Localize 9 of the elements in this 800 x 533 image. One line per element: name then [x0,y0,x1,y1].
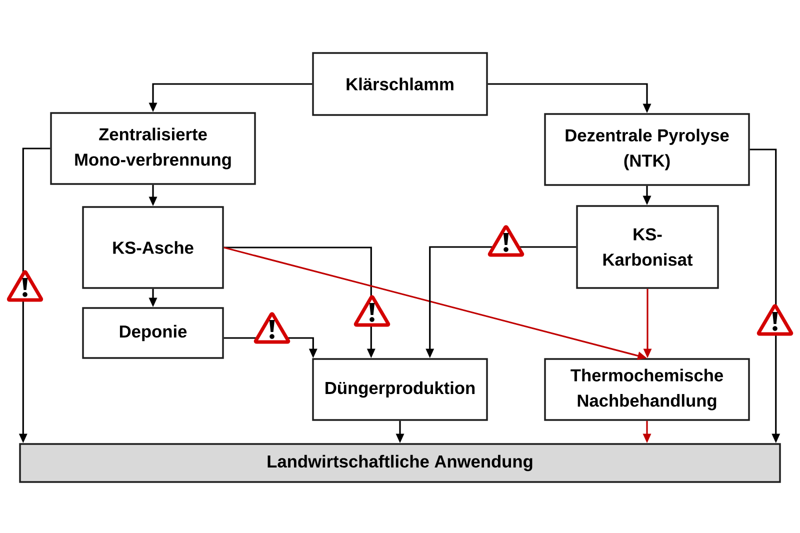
process-box: KS-Karbonisat [576,205,719,289]
process-box: Thermochemische Nachbehandlung [544,358,750,421]
output-band: Landwirtschaftliche Anwendung [19,443,781,483]
process-box: Dezentrale Pyrolyse (NTK) [544,113,750,186]
process-box: Zentralisierte Mono-verbrennung [50,112,256,185]
process-box: Düngerproduktion [312,358,488,421]
process-box: Klärschlamm [312,52,488,116]
process-box: KS-Asche [82,206,224,289]
process-box: Deponie [82,307,224,359]
